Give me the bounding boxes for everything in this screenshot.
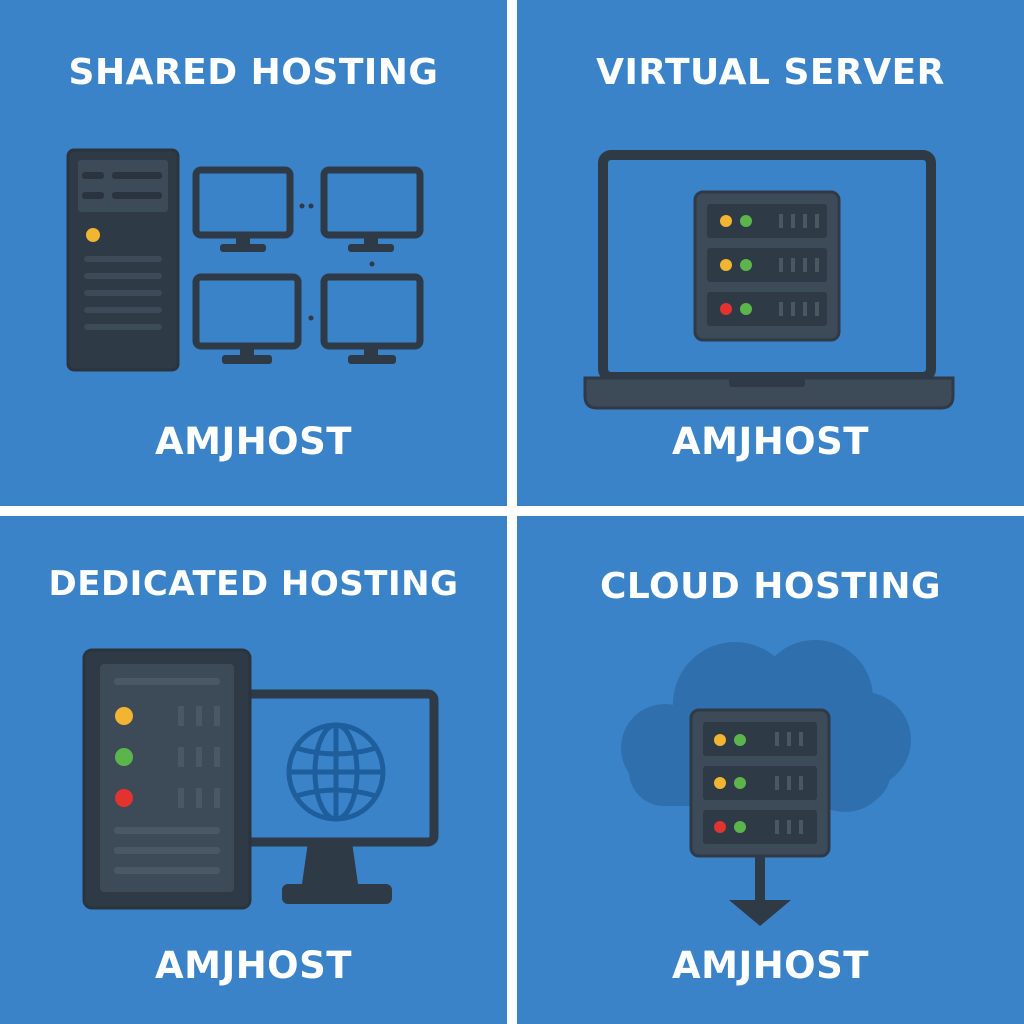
cloud-hosting-icon	[621, 640, 911, 926]
brand-name: AMJHOST	[671, 944, 870, 987]
monitor-icon	[320, 166, 424, 252]
monitor-icon	[320, 273, 424, 364]
panel-title: VIRTUAL SERVER	[596, 52, 945, 93]
brand-name: AMJHOST	[154, 944, 353, 987]
virtual-server-panel: VIRTUAL SERVER AMJHOST	[517, 0, 1024, 506]
arrow-down-icon	[729, 856, 791, 926]
virtual-server-icon	[583, 150, 955, 410]
brand-name: AMJHOST	[671, 420, 870, 463]
shared-hosting-icon	[66, 148, 424, 372]
globe-icon	[286, 722, 386, 822]
dedicated-hosting-panel: DEDICATED HOSTING	[0, 516, 507, 1024]
cloud-hosting-panel: CLOUD HOSTING	[517, 516, 1024, 1024]
dedicated-hosting-icon	[82, 648, 439, 910]
monitor-icon	[192, 273, 302, 364]
monitor-icon	[192, 166, 294, 252]
brand-name: AMJHOST	[154, 420, 353, 463]
shared-hosting-panel: SHARED HOSTING	[0, 0, 507, 506]
panel-title: SHARED HOSTING	[68, 52, 439, 93]
panel-title: DEDICATED HOSTING	[48, 564, 459, 604]
panel-title: CLOUD HOSTING	[599, 566, 942, 607]
